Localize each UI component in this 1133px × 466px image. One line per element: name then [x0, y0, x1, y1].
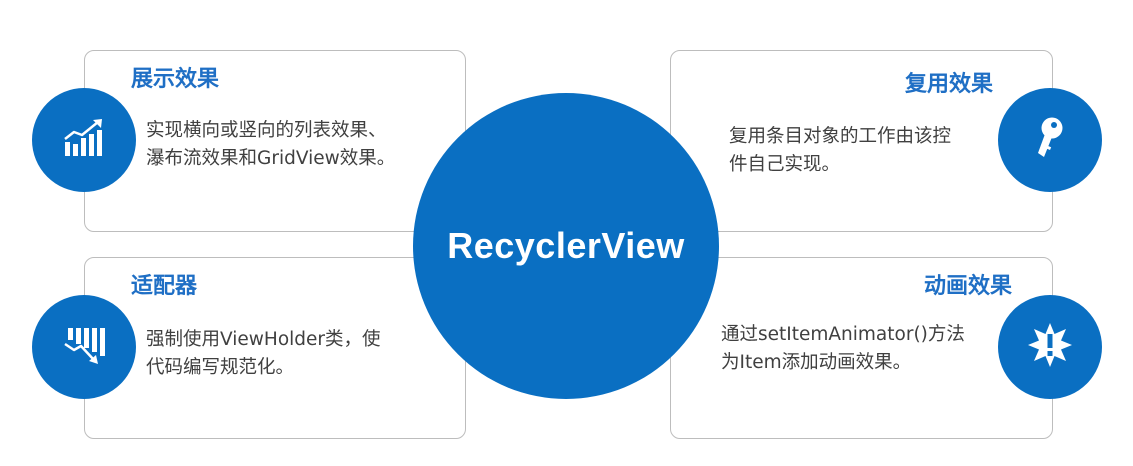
icon-circle-animation — [998, 295, 1102, 399]
card-title-animation-effect: 动画效果 — [924, 274, 1013, 299]
card-title-reuse-effect: 复用效果 — [905, 72, 994, 97]
bar-chart-up-icon — [62, 118, 106, 162]
card-title-display-effect: 展示效果 — [131, 67, 220, 92]
desc-line: 复用条目对象的工作由该控 — [729, 126, 952, 147]
center-label: RecyclerView — [447, 225, 685, 266]
desc-line: 通过setItemAnimator()方法 — [721, 324, 965, 345]
card-adapter — [84, 257, 466, 439]
desc-line: 实现横向或竖向的列表效果、 — [146, 120, 387, 141]
desc-line: 强制使用ViewHolder类，使 — [146, 329, 381, 350]
card-animation-effect — [670, 257, 1053, 439]
bar-chart-down-icon — [62, 324, 106, 370]
alert-badge-icon — [1027, 322, 1073, 372]
icon-circle-reuse — [998, 88, 1102, 192]
desc-line: 为Item添加动画效果。 — [721, 352, 912, 373]
key-icon — [1035, 115, 1065, 165]
card-desc-display-effect: 实现横向或竖向的列表效果、 瀑布流效果和GridView效果。 — [146, 117, 395, 173]
card-reuse-effect — [670, 50, 1053, 232]
icon-circle-adapter — [32, 295, 136, 399]
card-title-adapter: 适配器 — [131, 274, 198, 299]
desc-line: 件自己实现。 — [729, 154, 841, 175]
card-desc-reuse-effect: 复用条目对象的工作由该控 件自己实现。 — [729, 123, 951, 179]
card-display-effect — [84, 50, 466, 232]
card-desc-animation-effect: 通过setItemAnimator()方法 为Item添加动画效果。 — [721, 321, 965, 377]
card-desc-adapter: 强制使用ViewHolder类，使 代码编写规范化。 — [146, 326, 381, 382]
desc-line: 代码编写规范化。 — [146, 357, 295, 378]
center-circle: RecyclerView — [413, 93, 719, 399]
desc-line: 瀑布流效果和GridView效果。 — [146, 148, 396, 169]
icon-circle-display — [32, 88, 136, 192]
